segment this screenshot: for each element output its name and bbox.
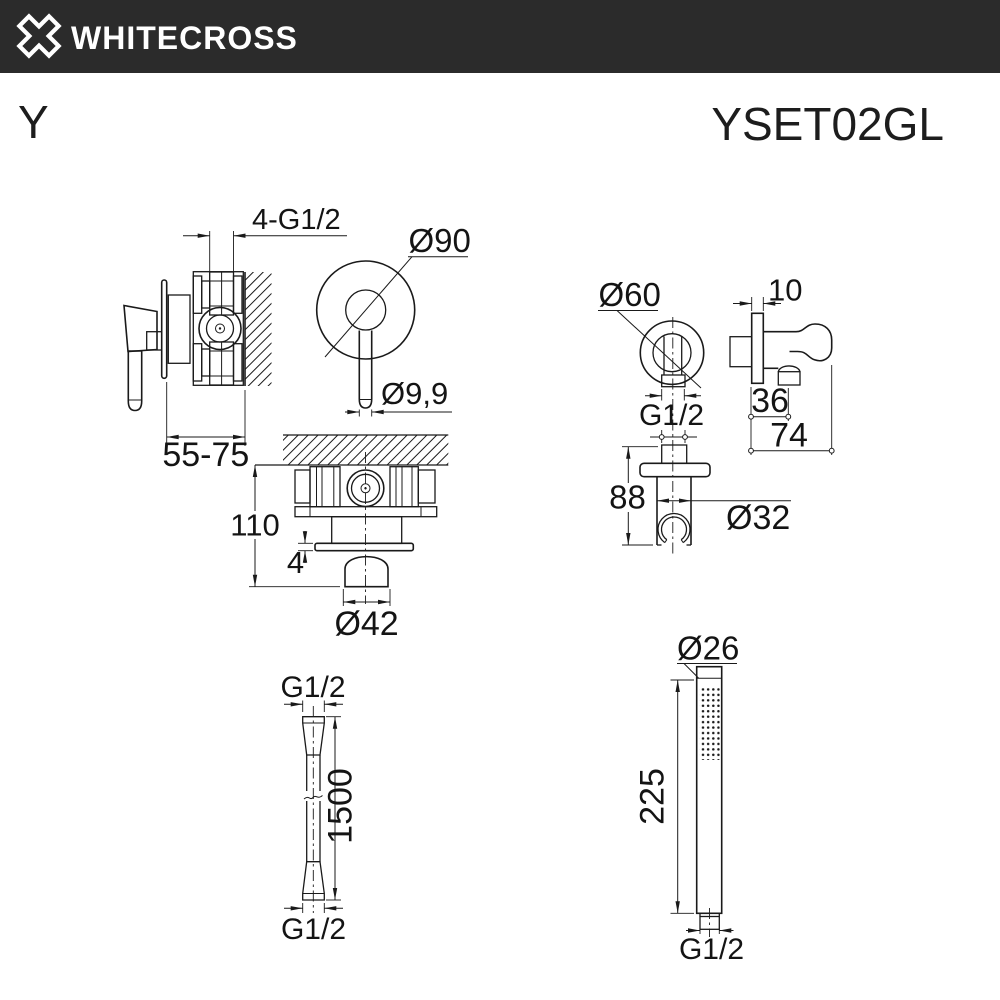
view-holder: 88 Ø32 bbox=[609, 444, 791, 546]
view-hose: G1/2 G1/2 1500 bbox=[280, 671, 359, 946]
view-mixer-section: 110 4 Ø42 bbox=[230, 434, 449, 643]
dim-holder-height: 88 bbox=[609, 479, 646, 516]
view-hand-shower: Ø26 225 G1/2 bbox=[634, 630, 745, 967]
outlet-nipple-thread bbox=[777, 371, 801, 386]
dim-holder-ring: Ø32 bbox=[726, 499, 790, 537]
dim-handshower-head: Ø26 bbox=[677, 630, 739, 667]
dim-outlet-depth: 74 bbox=[770, 417, 808, 455]
dim-mixer-plate-gap: 4 bbox=[287, 545, 304, 580]
wall-hatch bbox=[245, 272, 272, 386]
dim-mixer-install-depth: 55-75 bbox=[162, 436, 249, 474]
dim-hose-length: 1500 bbox=[322, 768, 360, 844]
mixer-knob bbox=[344, 555, 389, 588]
dim-outlet-escutcheon: Ø60 bbox=[599, 276, 661, 313]
dim-handshower-length: 225 bbox=[634, 768, 672, 825]
outlet-inlet-thread bbox=[729, 336, 753, 368]
dim-mixer-lever-tip: Ø9,9 bbox=[381, 376, 448, 411]
model-number: YSET02GL bbox=[711, 98, 944, 150]
dim-outlet-offset: 36 bbox=[751, 382, 789, 420]
header-bar: WHITECROSS bbox=[0, 0, 1000, 73]
view-outlet-side: 10 36 74 bbox=[729, 273, 835, 455]
dim-handshower-thread: G1/2 bbox=[679, 933, 744, 966]
dim-hose-thread-top: G1/2 bbox=[280, 671, 345, 704]
view-mixer-front: Ø90 Ø9,9 bbox=[315, 222, 471, 417]
brand-name: WHITECROSS bbox=[71, 20, 298, 56]
dim-mixer-height: 110 bbox=[230, 508, 279, 543]
hose-break-symbol bbox=[303, 795, 323, 800]
header-background bbox=[0, 0, 1000, 73]
dim-mixer-knob: Ø42 bbox=[334, 605, 398, 643]
holder-thread bbox=[661, 444, 688, 464]
mixer-front-lever bbox=[358, 330, 373, 409]
holder-hook bbox=[789, 323, 833, 362]
series-title: Y bbox=[18, 96, 49, 148]
dim-outlet-thread: G1/2 bbox=[639, 399, 704, 432]
view-outlet-front: Ø60 G1/2 bbox=[598, 276, 705, 554]
dim-mixer-connections: 4-G1/2 bbox=[252, 204, 341, 236]
view-mixer-side: 4-G1/2 55-75 bbox=[123, 204, 347, 474]
dim-outlet-thickness: 10 bbox=[768, 273, 802, 308]
holder-ring bbox=[657, 512, 691, 544]
dim-mixer-escutcheon: Ø90 bbox=[409, 222, 471, 259]
handshower-nozzles bbox=[699, 686, 720, 760]
whitecross-logo-icon bbox=[16, 13, 62, 59]
outlet-thread bbox=[661, 374, 686, 388]
mixer-lever bbox=[123, 304, 158, 353]
dim-hose-thread-bottom: G1/2 bbox=[281, 913, 346, 946]
